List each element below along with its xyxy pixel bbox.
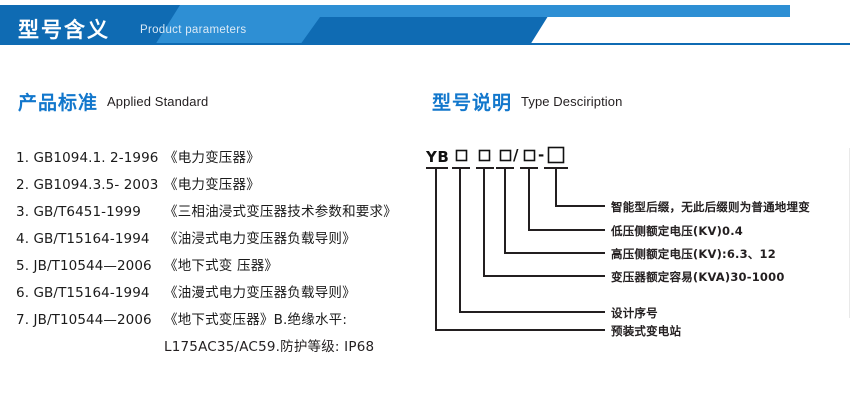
list-item: 6. GB/T15164-1994 《油漫式电力变压器负载导则》 [16, 281, 436, 308]
standards-list: 1. GB1094.1. 2-1996 《电力变压器》 2. GB1094.3.… [16, 146, 436, 362]
leader-smart-suffix [555, 168, 605, 207]
code-prefix-yb: YB [426, 148, 450, 166]
standard-code: 7. JB/T10544—2006 [16, 312, 152, 328]
list-item: 2. GB1094.3.5- 2003 《电力变压器》 [16, 173, 436, 200]
list-item: 7. JB/T10544—2006 《地下式变压器》B.绝缘水平: [16, 308, 436, 335]
section-title-cn-standards: 产品标准 [18, 92, 99, 114]
standard-name: 《电力变压器》 [164, 150, 260, 166]
section-title-cn-type: 型号说明 [432, 92, 513, 114]
leader-design-serial [459, 168, 605, 313]
section-title-en-type: Type Desciription [521, 94, 623, 109]
standard-name: 《油漫式电力变压器负载导则》 [164, 285, 356, 301]
leader-rated-capacity [483, 168, 605, 277]
page-banner: 型号含义 Product parameters [0, 5, 850, 45]
banner-subtitle: Product parameters [140, 24, 247, 36]
code-separator-slash: / [513, 146, 519, 164]
list-item: 1. GB1094.1. 2-1996 《电力变压器》 [16, 146, 436, 173]
diagram-leader-lines [426, 167, 605, 331]
standard-continuation: L175AC35/AC59.防护等级: IP68 [164, 339, 375, 355]
leader-lv-voltage [528, 168, 605, 231]
section-heading-standards: 产品标准 Applied Standard [18, 88, 208, 115]
leader-hv-voltage [504, 168, 605, 254]
label-lv-rated-voltage: 低压侧额定电压(KV)0.4 [611, 224, 743, 238]
code-separator-dash: - [538, 146, 545, 164]
standard-code: 4. GB/T15164-1994 [16, 231, 150, 247]
standard-name: 《地下式变压器》B.绝缘水平: [164, 312, 348, 328]
standard-name: 《三相油浸式变压器技术参数和要求》 [164, 204, 397, 220]
label-prefab-substation: 预装式变电站 [611, 324, 682, 338]
label-smart-suffix: 智能型后缀，无此后缀则为普通地埋变 [611, 200, 810, 214]
banner-baseline [0, 43, 850, 45]
section-heading-type: 型号说明 Type Desciription [432, 88, 622, 115]
label-hv-rated-voltage: 高压侧额定电压(KV):6.3、12 [611, 247, 776, 261]
label-design-serial: 设计序号 [611, 306, 658, 320]
standard-code: 5. JB/T10544—2006 [16, 258, 152, 274]
standard-name: 《电力变压器》 [164, 177, 260, 193]
banner-shape [0, 5, 850, 45]
list-item: 3. GB/T6451-1999 《三相油浸式变压器技术参数和要求》 [16, 200, 436, 227]
section-title-en-standards: Applied Standard [107, 94, 209, 109]
standard-code: 1. GB1094.1. 2-1996 [16, 150, 159, 166]
banner-title: 型号含义 [18, 18, 110, 42]
label-rated-capacity: 变压器额定容易(KVA)30-1000 [611, 270, 785, 284]
leader-prefab-substation [435, 168, 605, 331]
banner-light-block [155, 5, 790, 45]
standard-code: 2. GB1094.3.5- 2003 [16, 177, 159, 193]
standard-name: 《油浸式电力变压器负载导则》 [164, 231, 356, 247]
list-item: 5. JB/T10544—2006 《地下式变 压器》 [16, 254, 436, 281]
standard-code: 3. GB/T6451-1999 [16, 204, 141, 220]
standard-name: 《地下式变 压器》 [164, 258, 279, 274]
standard-code: 6. GB/T15164-1994 [16, 285, 150, 301]
type-designation-diagram: YB / - 智能型后缀，无此后缀则为普通地埋变 低压侧额定电压(KV)0.4 … [420, 140, 850, 350]
list-item: 4. GB/T15164-1994 《油浸式电力变压器负载导则》 [16, 227, 436, 254]
